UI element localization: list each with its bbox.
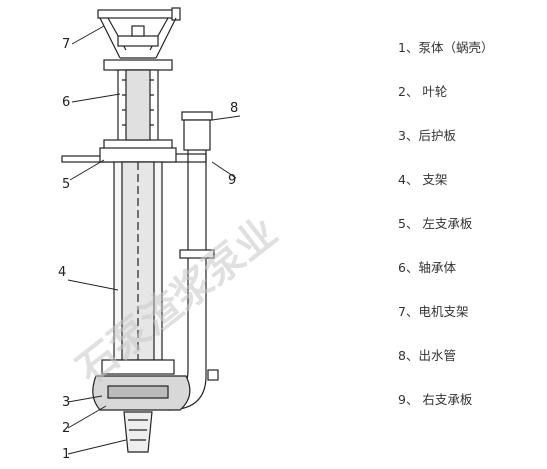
callout-8: 8 — [230, 101, 238, 116]
coupling — [117, 35, 159, 47]
watermark: 石泵渣浆泵业 — [68, 209, 285, 393]
parts-list: 1、泵体（蜗壳） 2、 叶轮 3、后护板 4、 支架 5、 左支承板 6、轴承体… — [398, 30, 543, 426]
part-item-2: 2、 叶轮 — [398, 84, 448, 99]
part-item-6: 6、轴承体 — [398, 260, 456, 275]
part-item-3: 3、后护板 — [398, 128, 456, 143]
callout-3: 3 — [62, 395, 70, 410]
part-item-9: 9、 右支承板 — [398, 392, 473, 407]
part-item-8: 8、出水管 — [398, 348, 456, 363]
part-item-1: 1、泵体（蜗壳） — [398, 40, 494, 55]
callout-1: 1 — [62, 447, 70, 462]
callout-2: 2 — [62, 421, 70, 436]
back-liner — [101, 359, 175, 375]
callout-9: 9 — [228, 173, 236, 188]
part-item-4: 4、 支架 — [398, 172, 448, 187]
suction-strainer — [123, 411, 153, 453]
bearing-housing — [103, 59, 173, 71]
motor-support-frame — [99, 17, 177, 59]
impeller — [107, 385, 169, 399]
callout-7: 7 — [62, 37, 70, 52]
part-item-7: 7、电机支架 — [398, 304, 469, 319]
part-item-5: 5、 左支承板 — [398, 216, 473, 231]
motor-support-top-plate — [97, 9, 179, 19]
callout-5: 5 — [62, 177, 70, 192]
callout-4: 4 — [58, 265, 66, 280]
pump-assembly-drawing: 7 6 5 4 3 2 1 8 9 石泵渣浆泵业 — [58, 7, 286, 462]
callout-6: 6 — [62, 95, 70, 110]
